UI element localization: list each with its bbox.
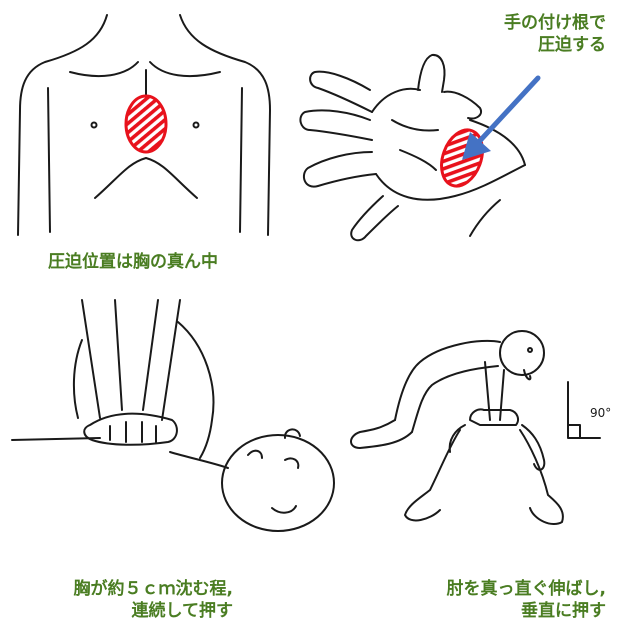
compression-site-marker — [126, 96, 166, 152]
caption-compression-depth: 胸が約５ｃｍ沈む程, 連続して押す — [28, 578, 233, 622]
caption-line: 圧迫位置は胸の真ん中 — [48, 251, 218, 273]
rescuer-figure — [351, 331, 600, 524]
caption-line: 手の付け根で — [486, 12, 606, 34]
caption-arm-posture: 肘を真っ直ぐ伸ばし, 垂直に押す — [393, 578, 606, 622]
compression-figure — [12, 300, 334, 531]
caption-compression-position: 圧迫位置は胸の真ん中 — [48, 251, 218, 273]
caption-line: 圧迫する — [486, 34, 606, 56]
caption-line: 胸が約５ｃｍ沈む程, — [28, 578, 233, 600]
angle-label: 90° — [590, 406, 611, 420]
caption-line: 連続して押す — [28, 600, 233, 622]
caption-line: 肘を真っ直ぐ伸ばし, — [393, 578, 606, 600]
palm-figure — [300, 55, 525, 240]
caption-palm-heel: 手の付け根で 圧迫する — [486, 12, 606, 56]
palm-heel-marker — [434, 124, 490, 191]
caption-line: 垂直に押す — [393, 600, 606, 622]
